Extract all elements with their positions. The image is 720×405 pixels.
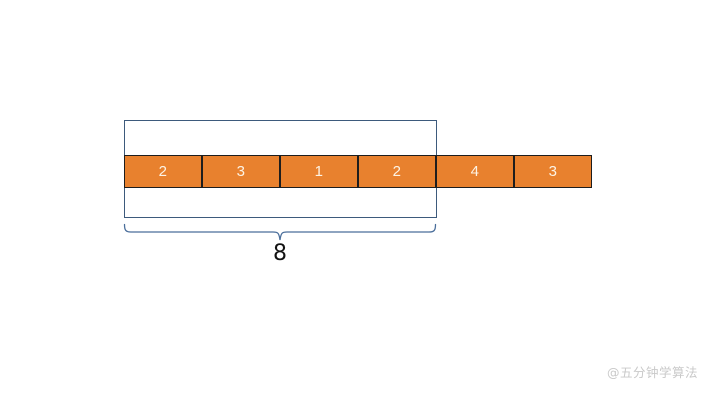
array-cell-value: 4 (470, 163, 480, 180)
brace-icon (123, 223, 437, 241)
array-cell[interactable]: 3 (202, 155, 280, 188)
array-cell[interactable]: 1 (280, 155, 358, 188)
array-cell-value: 2 (158, 163, 168, 180)
array-cell[interactable]: 2 (124, 155, 202, 188)
window-span-brace (118, 222, 448, 248)
array-cell[interactable]: 2 (358, 155, 436, 188)
array-cell[interactable]: 4 (436, 155, 514, 188)
array-cell-value: 3 (548, 163, 558, 180)
watermark-text: @五分钟学算法 (606, 365, 698, 380)
array-strip: 2 3 1 2 4 3 (124, 155, 592, 188)
array-cell[interactable]: 3 (514, 155, 592, 188)
array-cell-value: 2 (392, 163, 402, 180)
array-cell-value: 1 (314, 163, 324, 180)
window-sum-label: 8 (273, 241, 287, 266)
array-cell-value: 3 (236, 163, 246, 180)
